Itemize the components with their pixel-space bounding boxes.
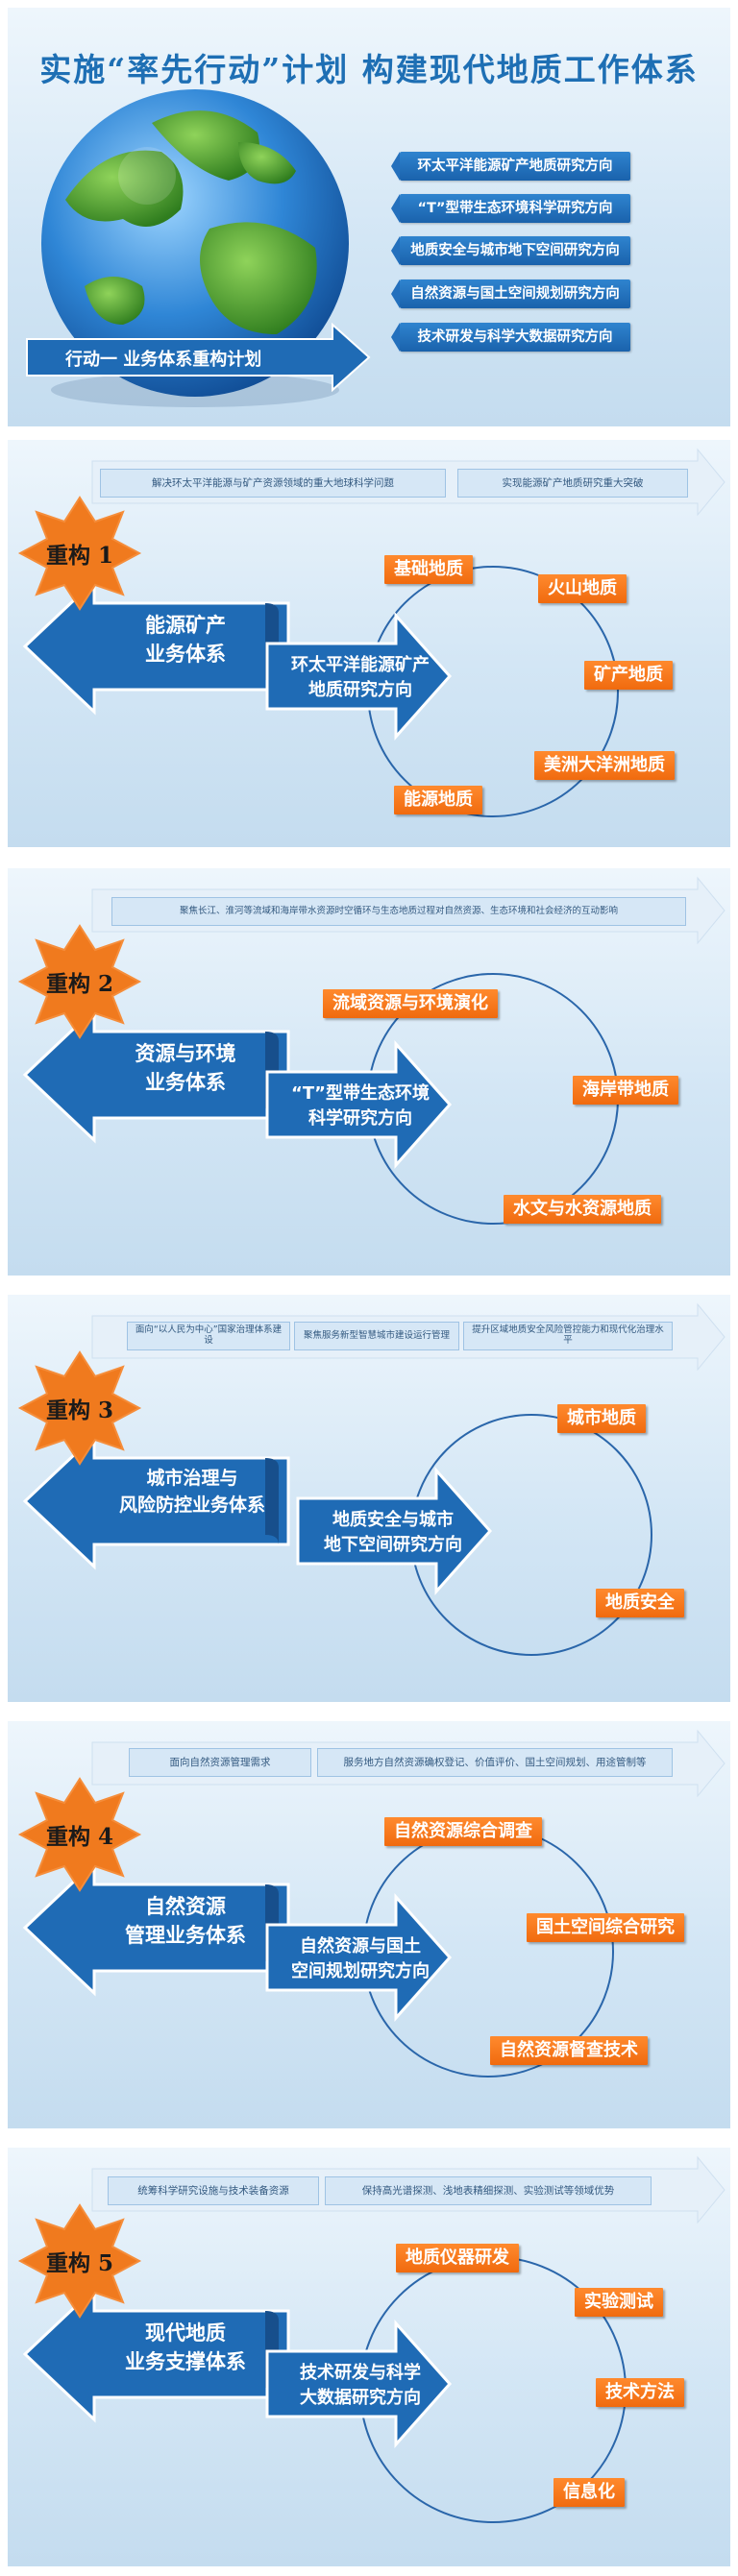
field-box-geological-safety: 地质安全: [596, 1589, 684, 1617]
field-box-mineral-geology: 矿产地质: [584, 661, 673, 690]
scope-box-2: 保持高光谱探测、浅地表精细探测、实验测试等领域优势: [325, 2176, 652, 2205]
direction-bar-1: 环太平洋能源矿产地质研究方向: [391, 152, 630, 181]
scope-box-1: 解决环太平洋能源与矿产资源领域的重大地球科学问题: [100, 469, 446, 498]
field-box-land-space-research: 国土空间综合研究: [527, 1913, 684, 1942]
reconstruct-badge-shape: [17, 2203, 142, 2319]
field-box-resource-supervision-tech: 自然资源督查技术: [490, 2036, 648, 2065]
reconstruct-badge: 重构 3: [45, 1397, 113, 1423]
reconstruct-badge: 重构 4: [45, 1824, 113, 1850]
direction-bar-5: 技术研发与科学大数据研究方向: [391, 323, 630, 352]
header-graphics: [26, 89, 371, 407]
direction-arrow-shape: [265, 2320, 453, 2448]
direction-arrow-shape: [265, 612, 453, 741]
direction-arrow-shape: [265, 1040, 453, 1169]
reconstruct-badge-shape: [17, 1777, 142, 1892]
field-box-instrument-development: 地质仪器研发: [396, 2244, 519, 2272]
direction-bar-2: “T”型带生态环境科学研究方向: [391, 194, 630, 223]
field-box-technical-methods: 技术方法: [596, 2378, 684, 2407]
reconstruct-badge: 重构 5: [45, 2250, 113, 2276]
research-direction-label: 技术研发与科学 大数据研究方向: [300, 2363, 421, 2409]
research-direction-label: “T”型带生态环境 科学研究方向: [291, 1083, 430, 1130]
field-box-urban-geology: 城市地质: [557, 1404, 646, 1433]
field-box-lab-testing: 实验测试: [575, 2288, 663, 2317]
research-direction-label: 自然资源与国土 空间规划研究方向: [291, 1936, 430, 1982]
direction-bar-3: 地质安全与城市地下空间研究方向: [391, 236, 630, 265]
field-box-natural-resource-survey: 自然资源综合调查: [384, 1817, 542, 1846]
reconstruct-badge-shape: [17, 924, 142, 1039]
direction-bar-4: 自然资源与国土空间规划研究方向: [391, 279, 630, 308]
business-system-label: 能源矿产 业务体系: [145, 614, 226, 667]
direction-arrow-shape: [296, 1467, 493, 1595]
section-1: 解决环太平洋能源与矿产资源领域的重大地球科学问题 实现能源矿产地质研究重大突破 …: [8, 440, 730, 847]
scope-box-2: 服务地方自然资源确权登记、价值评价、国土空间规划、用途管制等: [317, 1748, 673, 1777]
field-box-energy-geology: 能源地质: [394, 786, 482, 814]
reconstruct-badge-shape: [17, 1350, 142, 1466]
action-arrow-shape: [26, 322, 371, 393]
section-3: 面向“以人民为中心”国家治理体系建设 聚焦服务新型智慧城市建设运行管理 提升区域…: [8, 1295, 730, 1702]
section-2-graphics: [17, 876, 726, 1225]
scope-box-1: 面向“以人民为中心”国家治理体系建设: [127, 1322, 290, 1350]
action-label: 行动一 业务体系重构计划: [65, 350, 262, 370]
section-4: 面向自然资源管理需求 服务地方自然资源确权登记、价值评价、国土空间规划、用途管制…: [8, 1721, 730, 2128]
field-box-basic-geology: 基础地质: [384, 555, 473, 584]
arrow-fold: [265, 1458, 279, 1544]
reconstruct-badge: 重构 2: [45, 971, 113, 997]
business-system-label: 现代地质 业务支撑体系: [125, 2321, 246, 2374]
section-2: 聚焦长江、淮河等流域和海岸带水资源时空循环与生态地质过程对自然资源、生态环境和社…: [8, 868, 730, 1276]
scope-box-2: 实现能源矿产地质研究重大突破: [457, 469, 688, 498]
page-title: 实施“率先行动”计划 构建现代地质工作体系: [39, 51, 699, 88]
field-box-informatization: 信息化: [554, 2478, 625, 2507]
reconstruct-badge-shape: [17, 496, 142, 611]
scope-box-1: 聚焦长江、淮河等流域和海岸带水资源时空循环与生态地质过程对自然资源、生态环境和社…: [111, 897, 686, 926]
direction-arrow-shape: [265, 1893, 453, 2022]
field-box-volcanic-geology: 火山地质: [538, 574, 627, 603]
field-box-coastal-geology: 海岸带地质: [573, 1076, 678, 1105]
globe-illustration: [41, 89, 349, 407]
reconstruct-badge: 重构 1: [45, 543, 113, 569]
field-box-hydro-geology: 水文与水资源地质: [504, 1195, 661, 1224]
section-5: 统筹科学研究设施与技术装备资源 保持高光谱探测、浅地表精细探测、实验测试等领域优…: [8, 2148, 730, 2566]
scope-box-2: 聚焦服务新型智慧城市建设运行管理: [294, 1322, 459, 1350]
research-direction-label: 地质安全与城市 地下空间研究方向: [324, 1510, 462, 1556]
scope-box-1: 面向自然资源管理需求: [129, 1748, 311, 1777]
scope-box-3: 提升区域地质安全风险管控能力和现代化治理水平: [463, 1322, 673, 1350]
business-system-label: 城市治理与 风险防控业务体系: [118, 1468, 265, 1516]
header-panel: 实施“率先行动”计划 构建现代地质工作体系 行动一 业务体系重构计划 环太平洋能…: [8, 8, 730, 426]
research-direction-label: 环太平洋能源矿产 地质研究方向: [291, 655, 430, 701]
scope-box-1: 统筹科学研究设施与技术装备资源: [108, 2176, 319, 2205]
business-system-label: 资源与环境 业务体系: [135, 1042, 236, 1095]
business-system-label: 自然资源 管理业务体系: [125, 1895, 246, 1948]
field-box-americas-oceania-geology: 美洲大洋洲地质: [534, 751, 675, 780]
field-box-basin-resource-evolution: 流域资源与环境演化: [323, 989, 498, 1018]
